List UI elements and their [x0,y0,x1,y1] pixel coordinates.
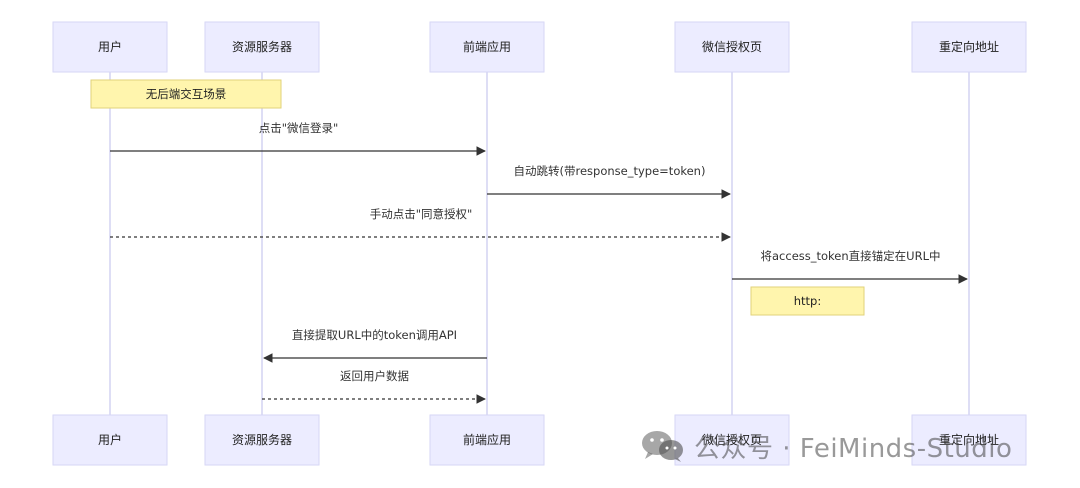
actor-label: 资源服务器 [232,39,292,54]
message-label: 将access_token直接锚定在URL中 [761,249,941,263]
actor-box [52,21,168,73]
actor-bottom-1: 资源服务器 [204,414,320,466]
actor-label: 前端应用 [463,432,511,447]
message-2: 手动点击"同意授权" [110,207,731,242]
actors-top: 用户 资源服务器 前端应用 微信授权页 重定向地址 [52,21,1027,73]
actor-label: 重定向地址 [939,432,999,447]
message-3: 将access_token直接锚定在URL中 [732,249,968,284]
actor-top-3: 微信授权页 [674,21,790,73]
actor-label: 用户 [98,432,122,447]
actor-label: 微信授权页 [702,39,762,54]
message-label: 手动点击"同意授权" [370,207,473,221]
actor-bottom-2: 前端应用 [429,414,545,466]
actor-label: 资源服务器 [232,432,292,447]
note-box [90,79,282,109]
actor-label: 微信授权页 [702,432,762,447]
actor-top-2: 前端应用 [429,21,545,73]
note-text: 无后端交互场景 [146,87,227,101]
message-4: 直接提取URL中的token调用API [263,328,487,363]
message-label: 直接提取URL中的token调用API [292,328,457,342]
actor-box [429,21,545,73]
actor-box [204,414,320,466]
actor-box [204,21,320,73]
note-text: http: [794,294,821,308]
actor-box [911,414,1027,466]
lifelines [109,72,970,415]
actor-box [429,414,545,466]
actor-bottom-3: 微信授权页 [674,414,790,466]
note-box [750,286,865,316]
note-0: 无后端交互场景 [90,79,282,109]
actor-label: 重定向地址 [939,39,999,54]
message-1: 自动跳转(带response_type=token) [487,164,731,199]
actor-label: 前端应用 [463,39,511,54]
messages: 点击"微信登录" 自动跳转(带response_type=token) 手动点击"同… [110,121,968,404]
actor-bottom-4: 重定向地址 [911,414,1027,466]
actor-top-4: 重定向地址 [911,21,1027,73]
notes: 无后端交互场景 http: [90,79,865,316]
actor-top-0: 用户 [52,21,168,73]
actor-box [674,414,790,466]
message-label: 自动跳转(带response_type=token) [514,164,706,178]
actor-top-1: 资源服务器 [204,21,320,73]
actor-label: 用户 [98,39,122,54]
message-5: 返回用户数据 [262,369,486,404]
message-label: 返回用户数据 [340,369,409,383]
actor-box [911,21,1027,73]
actors-bottom: 用户 资源服务器 前端应用 微信授权页 重定向地址 [52,414,1027,466]
message-0: 点击"微信登录" [110,121,486,156]
message-label: 点击"微信登录" [259,121,339,135]
actor-box [674,21,790,73]
actor-bottom-0: 用户 [52,414,168,466]
actor-box [52,414,168,466]
note-1: http: [750,286,865,316]
